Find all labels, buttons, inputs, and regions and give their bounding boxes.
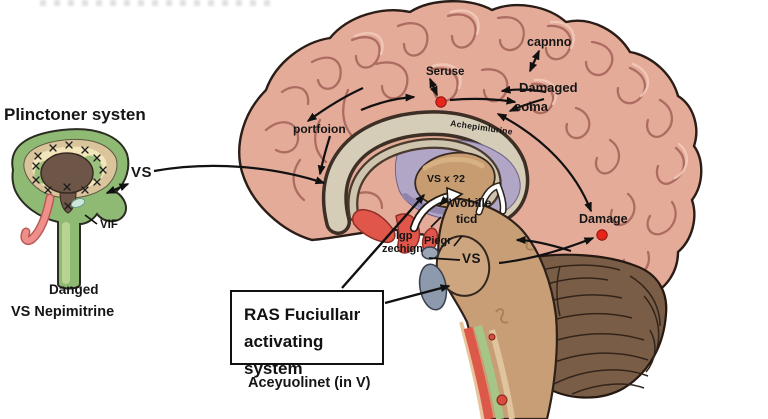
igp-tick: [430, 216, 442, 228]
cord-edge-highlight: [459, 321, 485, 419]
igp-label-line2: zechign: [382, 243, 423, 255]
medulla-red-dot: [496, 394, 508, 406]
center-tail: [59, 192, 77, 214]
damaged-arrow-1: [500, 85, 547, 94]
vs-mid-pointer: [428, 257, 461, 261]
vs-mid-label: VS: [462, 251, 482, 266]
vs-nepimitrine-caption: VS Nepimitrine: [11, 304, 115, 320]
vif-label: VIF: [100, 219, 118, 231]
ras-box-line1: RAS Fuciullaır: [244, 305, 361, 324]
vif-pointer-line: [84, 214, 98, 225]
wobille-label-line2: ticd: [456, 212, 478, 226]
cingulate-arrow-2: [449, 96, 517, 105]
small-red-dot: [488, 333, 496, 341]
left-panel-title: Plinctoner systen: [4, 105, 146, 124]
damage-label: Damage: [579, 212, 628, 226]
capnno-label: capnno: [527, 35, 572, 49]
coma-label: coma: [514, 99, 548, 114]
seruse-double-arrow: [428, 77, 439, 97]
box-to-thalamus-line: [341, 193, 425, 289]
capnno-double-arrow: [528, 49, 541, 73]
ras-box-line2: activating system: [244, 332, 324, 378]
wobille-tick: [438, 196, 449, 207]
danged-caption: Danged: [49, 282, 99, 297]
right-curve-double-arrow: [496, 113, 593, 213]
vs-double-arrow: [105, 182, 130, 195]
bottom-caption: Aceyuolinet (in V): [248, 375, 371, 391]
cortex-arrow-down: [317, 135, 332, 176]
flow-arrows: [84, 49, 595, 305]
cortex-arrow-left: [306, 86, 364, 122]
gyri-highlights: [353, 9, 688, 180]
thalamus-highlight: [422, 157, 485, 171]
to-damage-dot-arrow: [498, 236, 595, 265]
vs-left-label: VS: [131, 164, 153, 181]
blue-gray-structure: [418, 246, 448, 311]
damaged-arrow-2: [508, 97, 545, 113]
vif-target: [70, 198, 86, 208]
vs-to-brain-arrow: [153, 164, 326, 185]
damage-lesion-dot: [596, 229, 608, 241]
piegr-label: Piegr: [424, 235, 452, 247]
box-to-brainstem-line: [384, 284, 451, 305]
nerve-root-pink: [20, 193, 55, 246]
portfoion-label: portfoion: [293, 122, 346, 136]
seruse-lesion-dot: [435, 96, 447, 108]
cord-red-stripe: [463, 326, 494, 419]
temporal-left-arrow: [515, 236, 572, 253]
neuron-x-marks: [32, 141, 107, 210]
cord-green-stripe: [474, 324, 504, 419]
top-edge-artifact: [40, 0, 270, 6]
thalamus-label: VS x ?2: [427, 173, 465, 185]
ras-callout-box: RAS Fuciullaır activating system: [230, 290, 384, 378]
wobille-label-line1: Wobille: [449, 196, 492, 210]
section-core: [40, 152, 94, 194]
damaged-label: Damaged: [519, 80, 578, 95]
igp-label-line1: Igp: [396, 230, 413, 242]
seruse-label: Seruse: [426, 66, 465, 78]
left-section-diagram: [11, 128, 130, 290]
cingulate-arrow-1: [360, 93, 416, 112]
piegr-tick: [453, 235, 463, 247]
medulla-texture: [495, 308, 509, 324]
